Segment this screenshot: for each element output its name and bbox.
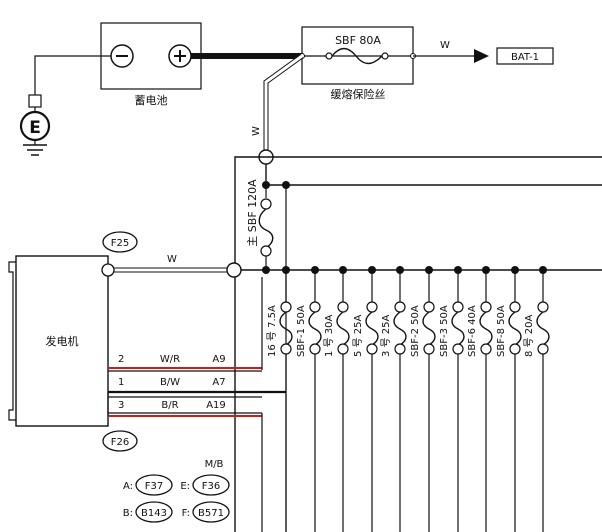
connector-b571-label: B571 — [198, 508, 224, 519]
connector-legend: M/B A: F37 E: F36 B: B143 F: B571 — [123, 459, 230, 523]
ground-connector — [28, 94, 42, 108]
pin-2-term: A9 — [212, 354, 225, 365]
fuse-icon — [508, 311, 522, 346]
wire-color-out: W — [440, 40, 450, 51]
connector-key-f: F: — [182, 508, 190, 519]
fusible-link: SBF 80A 缓熔保险丝 — [299, 26, 416, 101]
fuse-label: SBF-8 50A — [496, 305, 507, 357]
ground-symbol: E — [19, 110, 51, 156]
generator-wire-color: W — [167, 254, 177, 265]
fuse-9: SBF-8 50A — [496, 266, 522, 532]
fuse-label: SBF-3 50A — [439, 305, 450, 357]
pin-3-wire: B/R — [161, 400, 178, 411]
fuse-label: SBF-1 50A — [296, 305, 307, 357]
connector-f37 — [135, 474, 173, 496]
connector-f26-label: F26 — [111, 437, 129, 448]
fuse-icon — [536, 311, 550, 346]
fuse-icon — [479, 311, 493, 346]
fuse-label: 3 号 25A — [380, 315, 392, 357]
fuse-8: SBF-6 40A — [467, 266, 493, 532]
generator-pin-1: 1 B/W A7 — [108, 377, 286, 394]
fuse-2: SBF-1 50A — [296, 266, 322, 532]
pin-1-wire: B/W — [160, 377, 180, 388]
fuse-6: SBF-2 50A — [410, 266, 436, 532]
fuse-label: 1 号 30A — [323, 315, 335, 357]
connector-b143 — [135, 501, 173, 523]
fuse-link-icon — [331, 47, 383, 65]
main-fuse: 主 SBF 120A — [246, 179, 274, 270]
fuse-5: 3 号 25A — [380, 266, 407, 532]
fuse-icon — [365, 311, 379, 346]
connector-b143-label: B143 — [141, 508, 167, 519]
fuse-7: SBF-3 50A — [439, 266, 465, 532]
fuse-icon — [451, 311, 465, 346]
fuse-label: 16 号 7.5A — [266, 305, 278, 357]
pin-1-term: A7 — [212, 377, 225, 388]
generator-pin-2: 2 W/R A9 — [108, 354, 262, 372]
connector-key-a: A: — [123, 481, 133, 492]
generator-label: 发电机 — [46, 334, 79, 348]
connector-f37-label: F37 — [145, 481, 163, 492]
connector-f25 — [102, 231, 138, 253]
pin-3-number: 3 — [118, 400, 124, 411]
connector-legend-title: M/B — [205, 459, 224, 470]
battery-label: 蓄电池 — [135, 94, 168, 107]
bat-terminal-label: BAT-1 — [511, 52, 539, 63]
bat-terminal-box — [496, 47, 554, 65]
generator-body — [15, 255, 109, 427]
connector-key-e: E: — [180, 481, 190, 492]
pin-2-wire: W/R — [160, 354, 180, 365]
connector-f36-label: F36 — [202, 481, 220, 492]
pin-2-number: 2 — [118, 354, 124, 365]
battery: 蓄电池 — [100, 22, 202, 107]
fuse-icon — [279, 311, 293, 346]
wire-color-down: W — [251, 126, 262, 136]
arrow-right-icon — [474, 49, 489, 63]
fuse-1: 16 号 7.5A — [266, 266, 293, 532]
connector-f36 — [192, 474, 230, 496]
fuse-icon — [308, 311, 322, 346]
connector-key-b: B: — [123, 508, 133, 519]
connector-b571 — [192, 501, 230, 523]
fuse-label: 5 号 25A — [352, 315, 364, 357]
fuse-label: SBF-6 40A — [467, 305, 478, 357]
fusible-link-name: SBF 80A — [335, 34, 381, 47]
fuse-10: 8 号 20A — [523, 266, 550, 532]
fuse-icon — [336, 311, 350, 346]
fuse-block: 16 号 7.5A SBF-1 50A 1 号 30A 5 号 25A 3 号 25A S… — [266, 266, 550, 532]
main-fuse-icon — [258, 208, 274, 249]
pin-1-number: 1 — [118, 377, 124, 388]
fuse-label: SBF-2 50A — [410, 305, 421, 357]
main-fuse-label: 主 SBF 120A — [246, 179, 259, 247]
fuse-3: 1 号 30A — [323, 266, 350, 532]
fuse-4: 5 号 25A — [352, 266, 379, 532]
connector-f25-label: F25 — [111, 238, 129, 249]
pin-3-term: A19 — [206, 400, 226, 411]
fusible-link-label: 缓熔保险丝 — [331, 87, 386, 101]
bus-connector-node — [226, 262, 242, 278]
generator-pin-3: 3 B/R A19 — [108, 396, 262, 417]
generator: 发电机 F25 F26 — [8, 231, 138, 452]
ground-label: E — [29, 118, 41, 138]
fuse-label: 8 号 20A — [523, 315, 535, 357]
generator-output-node — [101, 263, 115, 277]
fuse-icon — [422, 311, 436, 346]
connector-f26 — [102, 430, 138, 452]
fuse-icon — [393, 311, 407, 346]
